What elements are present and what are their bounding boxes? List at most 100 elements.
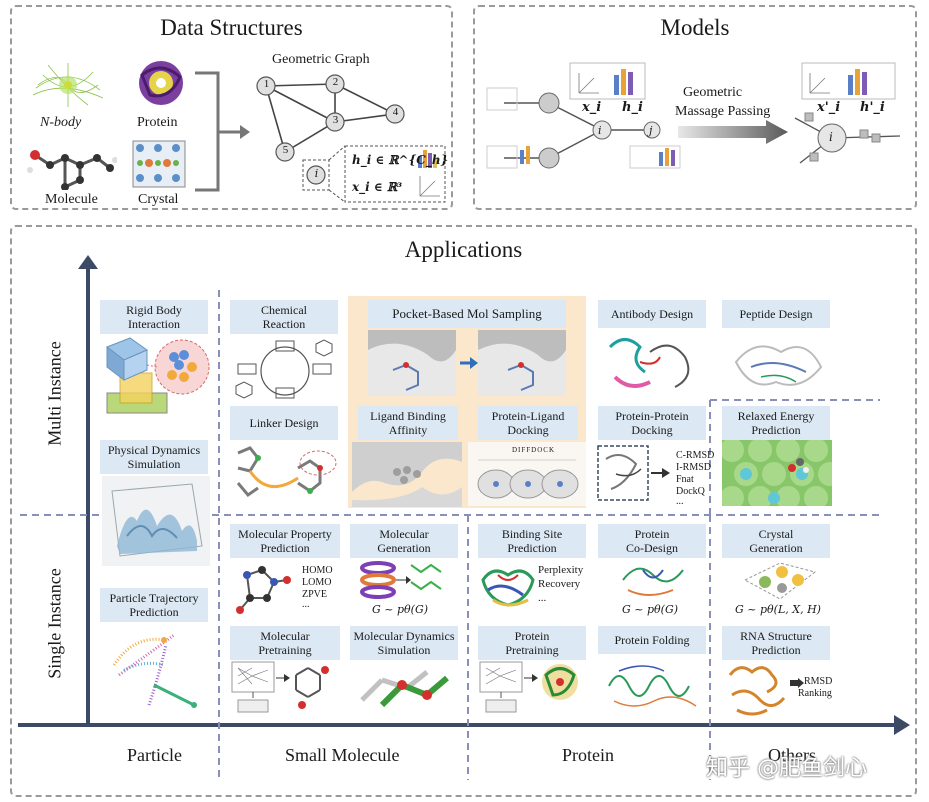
lomo-label: LOMO [302,577,332,588]
rna-structure-box: RNA Structure Prediction [722,626,830,660]
model-xi: x_i [582,100,602,115]
graph-node-i: i [314,167,319,180]
irmsd-label: I-RMSD [676,462,712,473]
chemical-reaction-image [235,339,333,399]
nbody-image [32,63,104,107]
model-output-node-i: i [829,130,833,144]
model-node-i: i [598,124,602,137]
antibody-design-box: Antibody Design [598,300,706,328]
molgen-formula: G ~ pθ(G) [372,603,429,616]
x-formula: x_i ∈ ℝ³ [352,180,403,194]
protein-codesign-image [622,567,684,596]
graph-node-2: 2 [332,76,339,88]
molecular-property-image [236,566,291,614]
molprop-dots: ... [302,599,310,610]
crystal-generation-box: Crystal Generation [722,524,830,558]
peptide-design-image [734,345,823,386]
applications-title: Applications [404,237,523,262]
relaxed-energy-box: Relaxed Energy Prediction [722,406,830,440]
perplexity-label: Perplexity [538,564,584,576]
linker-design-image [236,446,337,498]
protein-image [139,61,183,105]
homo-label: HOMO [302,565,333,576]
pocket-sampling-image [368,330,566,396]
application-axes [18,255,910,735]
category-dividers [20,290,880,780]
rna-structure-image [728,666,786,716]
dockq-dots: ... [676,496,684,507]
rigid-body-box: Rigid Body Interaction [100,300,208,334]
ranking-label: Ranking [798,688,832,699]
models-output-network [794,62,901,164]
linker-design-box: Linker Design [230,406,338,440]
nbody-label: N-body [40,115,82,130]
physical-dynamics-box: Physical Dynamics Simulation [100,440,208,474]
molecular-generation-image [360,561,442,599]
graph-node-4: 4 [392,106,399,118]
crystal-label: Crystal [138,192,179,207]
h-formula: h_i ∈ ℝ^{C_h} [352,153,449,167]
geometric-graph [256,74,446,203]
molecular-dynamics-image [360,670,449,708]
fnat-label: Fnat [676,474,694,485]
crystal-generation-image [743,562,817,600]
x-category-protein: Protein [562,745,614,765]
relaxed-energy-image [722,440,832,506]
crmsd-label: C-RMSD [676,450,715,461]
data-structures-title: Data Structures [160,15,303,40]
model-node-j: j [649,124,653,137]
protein-ligand-docking-image [468,442,586,506]
protein-pretraining-box: Protein Pretraining [478,626,586,660]
particle-trajectory-image [112,633,197,708]
applications-panel: Applications [10,225,917,797]
x-category-small-molecule: Small Molecule [285,745,400,765]
rigid-body-image [105,337,210,414]
x-category-particle: Particle [127,745,182,765]
chemical-reaction-box: Chemical Reaction [230,300,338,334]
molecular-pretraining-image [231,661,329,713]
protein-pretraining-image [479,661,578,713]
protein-ligand-docking-box: Protein-Ligand Docking [478,406,578,440]
codesign-formula: G ~ pθ(G) [622,603,679,616]
crystal-formula: G ~ pθ(L, X, H) [735,603,821,616]
graph-node-1: 1 [263,78,270,90]
physical-dynamics-image [102,476,210,566]
molecular-pretraining-box: Molecular Pretraining [230,626,340,660]
protein-folding-box: Protein Folding [598,626,706,654]
x-category-others: Others [768,745,816,765]
models-network [486,62,681,169]
ligand-binding-box: Ligand Binding Affinity [358,406,458,440]
pocket-sampling-box: Pocket-Based Mol Sampling [368,300,566,328]
protein-label: Protein [137,115,178,130]
arrow-label-1: Geometric [683,85,743,100]
graph-title: Geometric Graph [272,52,370,67]
protein-codesign-box: Protein Co-Design [598,524,706,558]
watermark: 知乎 @肥鱼剑心 [706,756,867,781]
molecule-image [27,150,117,190]
message-passing-arrow [678,120,788,144]
model-hi-prime: h'_i [860,100,885,115]
molecular-dynamics-box: Molecular Dynamics Simulation [350,626,458,660]
molecular-property-box: Molecular Property Prediction [230,524,340,558]
zpve-label: ZPVE [302,589,327,600]
molecular-generation-box: Molecular Generation [350,524,458,558]
binding-site-box: Binding Site Prediction [478,524,586,558]
data-structures-panel: Data Structures [10,5,453,210]
protein-protein-docking-box: Protein-Protein Docking [598,406,706,440]
models-title: Models [660,15,730,40]
model-hi: h_i [622,100,643,115]
protein-protein-docking-image [597,445,670,501]
ligand-binding-image [352,442,462,507]
arrow-label-2: Massage Passing [675,104,771,119]
dockq-label: DockQ [676,486,705,497]
graph-node-3: 3 [332,114,339,126]
recovery-label: Recovery [538,578,581,590]
models-panel: Models [473,5,917,210]
model-xi-prime: x'_i [817,100,841,115]
graph-node-5: 5 [282,144,289,156]
binding-dots: ... [538,592,547,604]
antibody-design-image [608,338,690,388]
molecule-label: Molecule [45,192,98,207]
bracket-arrow [195,71,250,192]
diffdock-label: DIFFDOCK [512,446,556,454]
